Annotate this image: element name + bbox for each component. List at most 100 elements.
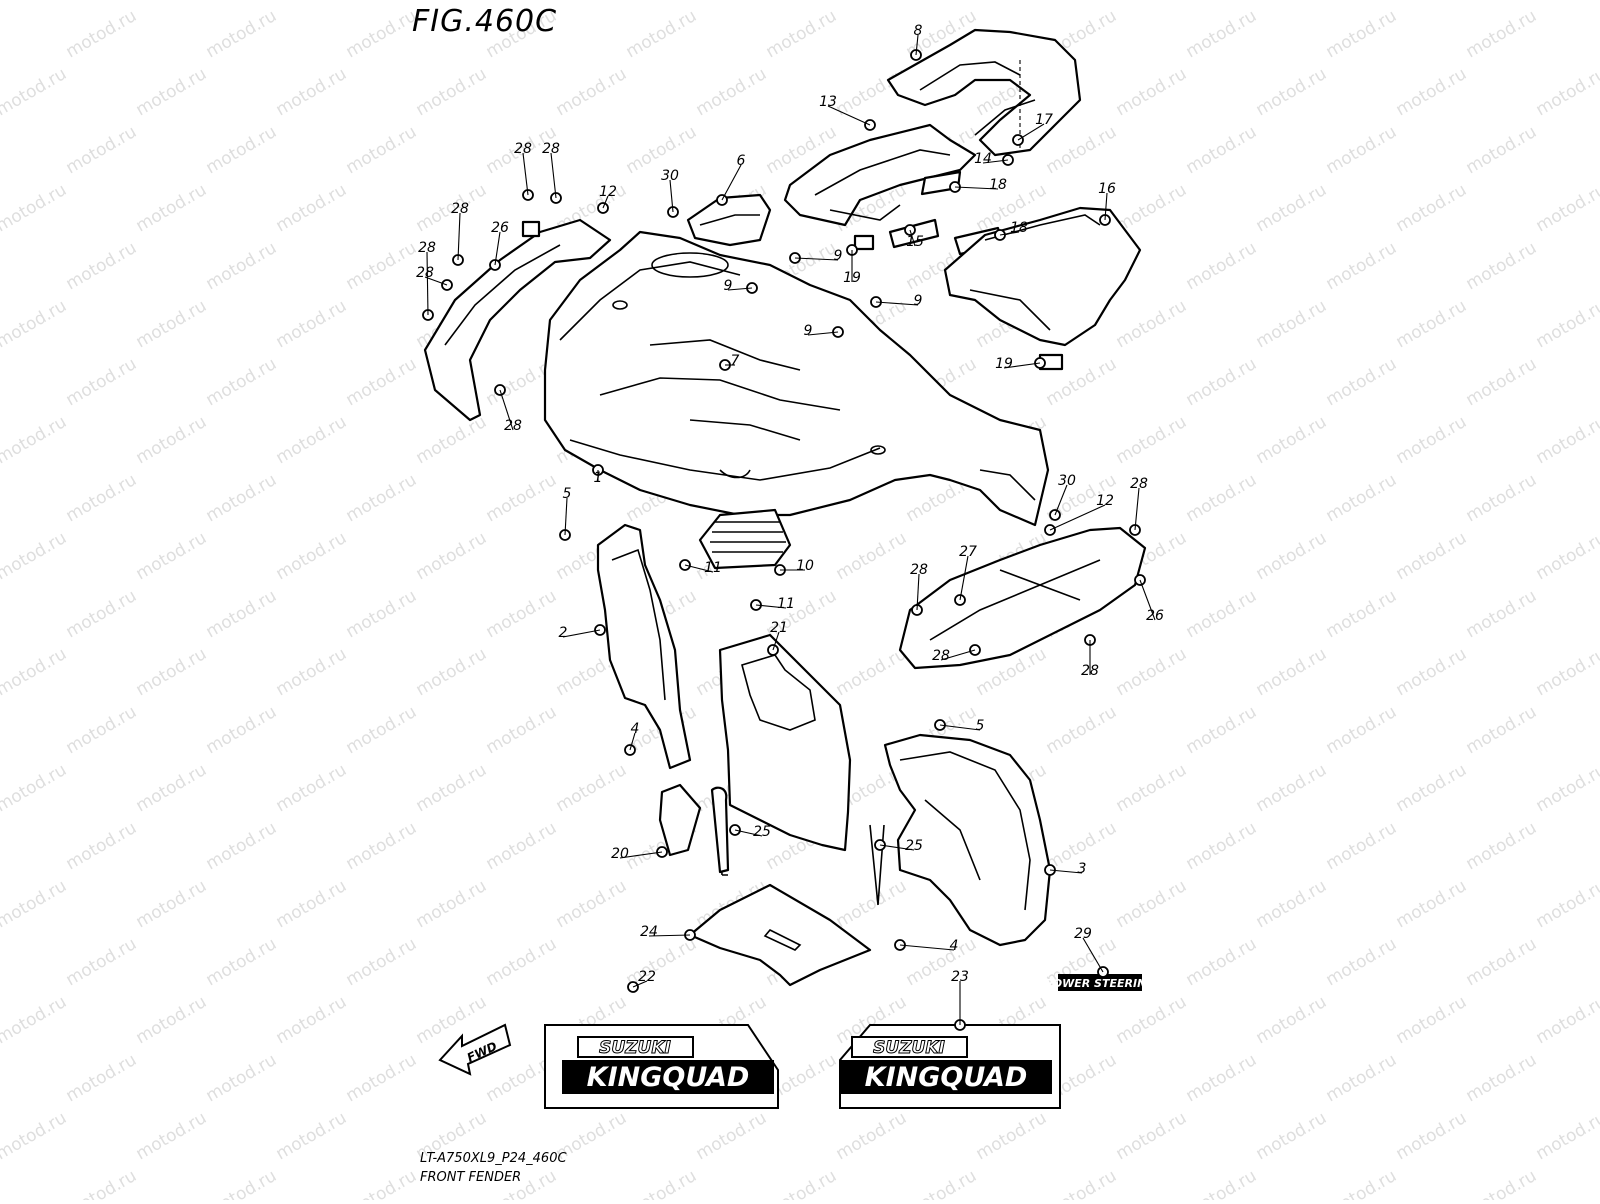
watermark-text: motod.ru <box>1533 64 1600 120</box>
watermark-text: motod.ru <box>0 876 70 932</box>
watermark-text: motod.ru <box>1113 644 1191 700</box>
decal-22-brand: SUZUKI <box>599 1038 671 1058</box>
decal-23-model: KINGQUAD <box>865 1062 1028 1093</box>
watermark-text: motod.ru <box>623 1166 701 1200</box>
watermark-text: motod.ru <box>1393 180 1471 236</box>
watermark-text: motod.ru <box>413 644 491 700</box>
watermark-text: motod.ru <box>133 760 211 816</box>
watermark-text: motod.ru <box>483 702 561 758</box>
part-23-decal: SUZUKI KINGQUAD <box>840 1025 1060 1108</box>
watermark-text: motod.ru <box>1533 992 1600 1048</box>
watermark-text: motod.ru <box>553 64 631 120</box>
callout-4: 4 <box>631 721 640 737</box>
watermark-text: motod.ru <box>693 0 771 4</box>
callout-28: 28 <box>1081 663 1099 679</box>
callout-9: 9 <box>724 278 733 294</box>
model-code: LT-A750XL9_P24_460C <box>420 1151 567 1166</box>
watermark-text: motod.ru <box>63 6 141 62</box>
watermark-text: motod.ru <box>273 644 351 700</box>
watermark-text: motod.ru <box>133 296 211 352</box>
watermark-text: motod.ru <box>1253 992 1331 1048</box>
watermark-text: motod.ru <box>343 122 421 178</box>
callout-12: 12 <box>599 184 617 200</box>
watermark-text: motod.ru <box>0 760 70 816</box>
watermark-text: motod.ru <box>1533 644 1600 700</box>
watermark-text: motod.ru <box>413 64 491 120</box>
watermark-text: motod.ru <box>133 876 211 932</box>
watermark-text: motod.ru <box>133 1108 211 1164</box>
watermark-text: motod.ru <box>1183 354 1261 410</box>
watermark-text: motod.ru <box>413 528 491 584</box>
watermark-text: motod.ru <box>63 818 141 874</box>
watermark-text: motod.ru <box>0 644 70 700</box>
part-21-mud-guard <box>720 635 850 850</box>
callout-28: 28 <box>514 141 532 157</box>
callout-20: 20 <box>611 846 629 862</box>
watermark-text: motod.ru <box>1533 412 1600 468</box>
watermark-text: motod.ru <box>833 528 911 584</box>
callout-28: 28 <box>504 418 522 434</box>
watermark-text: motod.ru <box>343 6 421 62</box>
watermark-text: motod.ru <box>0 1108 70 1164</box>
watermark-text: motod.ru <box>1113 412 1191 468</box>
callout-26: 26 <box>491 220 509 236</box>
watermark-text: motod.ru <box>1183 818 1261 874</box>
watermark-text: motod.ru <box>0 296 70 352</box>
callout-leader <box>1135 488 1139 530</box>
watermark-text: motod.ru <box>1323 354 1401 410</box>
watermark-text: motod.ru <box>1533 760 1600 816</box>
callout-14: 14 <box>974 151 992 167</box>
callout-2: 2 <box>559 625 568 641</box>
part-6-cap <box>688 195 770 245</box>
watermark-text: motod.ru <box>1463 586 1541 642</box>
watermark-text: motod.ru <box>1323 238 1401 294</box>
part-22-decal: SUZUKI KINGQUAD <box>545 1025 778 1108</box>
watermark-text: motod.ru <box>273 180 351 236</box>
watermark-text: motod.ru <box>203 6 281 62</box>
callout-30: 30 <box>661 168 679 184</box>
watermark-text: motod.ru <box>203 586 281 642</box>
watermark-text: motod.ru <box>203 1050 281 1106</box>
watermark-text: motod.ru <box>1533 1108 1600 1164</box>
watermark-text: motod.ru <box>1253 876 1331 932</box>
watermark-text: motod.ru <box>1183 122 1261 178</box>
watermark-text: motod.ru <box>203 354 281 410</box>
watermark-text: motod.ru <box>273 1108 351 1164</box>
callout-28: 28 <box>451 201 469 217</box>
watermark-text: motod.ru <box>973 1108 1051 1164</box>
watermark-text: motod.ru <box>1253 296 1331 352</box>
watermark-text: motod.ru <box>1393 876 1471 932</box>
callout-28: 28 <box>418 240 436 256</box>
watermark-text: motod.ru <box>1113 876 1191 932</box>
watermark-text: motod.ru <box>63 122 141 178</box>
watermark-text: motod.ru <box>1043 1166 1121 1200</box>
decal-23-brand: SUZUKI <box>873 1038 945 1058</box>
watermark-text: motod.ru <box>343 934 421 990</box>
watermark-text: motod.ru <box>623 6 701 62</box>
callout-leader <box>563 630 600 637</box>
watermark-text: motod.ru <box>1183 1050 1261 1106</box>
callout-5: 5 <box>976 718 985 734</box>
callout-3: 3 <box>1078 861 1087 877</box>
watermark-text: motod.ru <box>1253 180 1331 236</box>
watermark-text: motod.ru <box>0 992 70 1048</box>
callout-12: 12 <box>1096 493 1114 509</box>
watermark-text: motod.ru <box>1463 354 1541 410</box>
callout-15: 15 <box>906 234 924 250</box>
watermark-text: motod.ru <box>133 412 211 468</box>
watermark-text: motod.ru <box>273 64 351 120</box>
watermark-text: motod.ru <box>903 1166 981 1200</box>
watermark-text: motod.ru <box>1463 470 1541 526</box>
watermark-text: motod.ru <box>1393 0 1471 4</box>
watermark-text: motod.ru <box>1393 1108 1471 1164</box>
watermark-text: motod.ru <box>1463 122 1541 178</box>
watermark-text: motod.ru <box>693 64 771 120</box>
watermark-text: motod.ru <box>1323 934 1401 990</box>
watermark-text: motod.ru <box>1393 992 1471 1048</box>
callout-28: 28 <box>932 648 950 664</box>
watermark-text: motod.ru <box>1463 1166 1541 1200</box>
callout-leader <box>551 153 556 198</box>
watermark-text: motod.ru <box>553 0 631 4</box>
callout-4: 4 <box>950 938 959 954</box>
